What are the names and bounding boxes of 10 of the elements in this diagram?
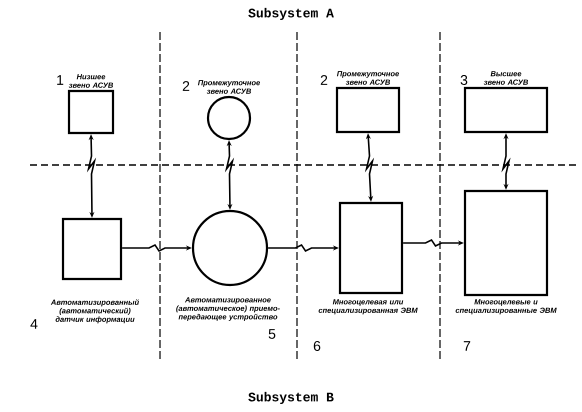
callout-number: 5 — [268, 329, 276, 339]
callout-number: 4 — [30, 319, 38, 329]
callout-number: 7 — [464, 341, 470, 351]
callout-number: 2 — [320, 75, 328, 85]
callout-number: 2 — [182, 81, 190, 91]
callout-number: 3 — [460, 75, 468, 85]
callout-number: 1 — [57, 75, 64, 85]
caption: Subsystem B — [248, 392, 334, 404]
callout-number: 6 — [314, 341, 320, 351]
title: Subsystem A — [248, 8, 334, 20]
